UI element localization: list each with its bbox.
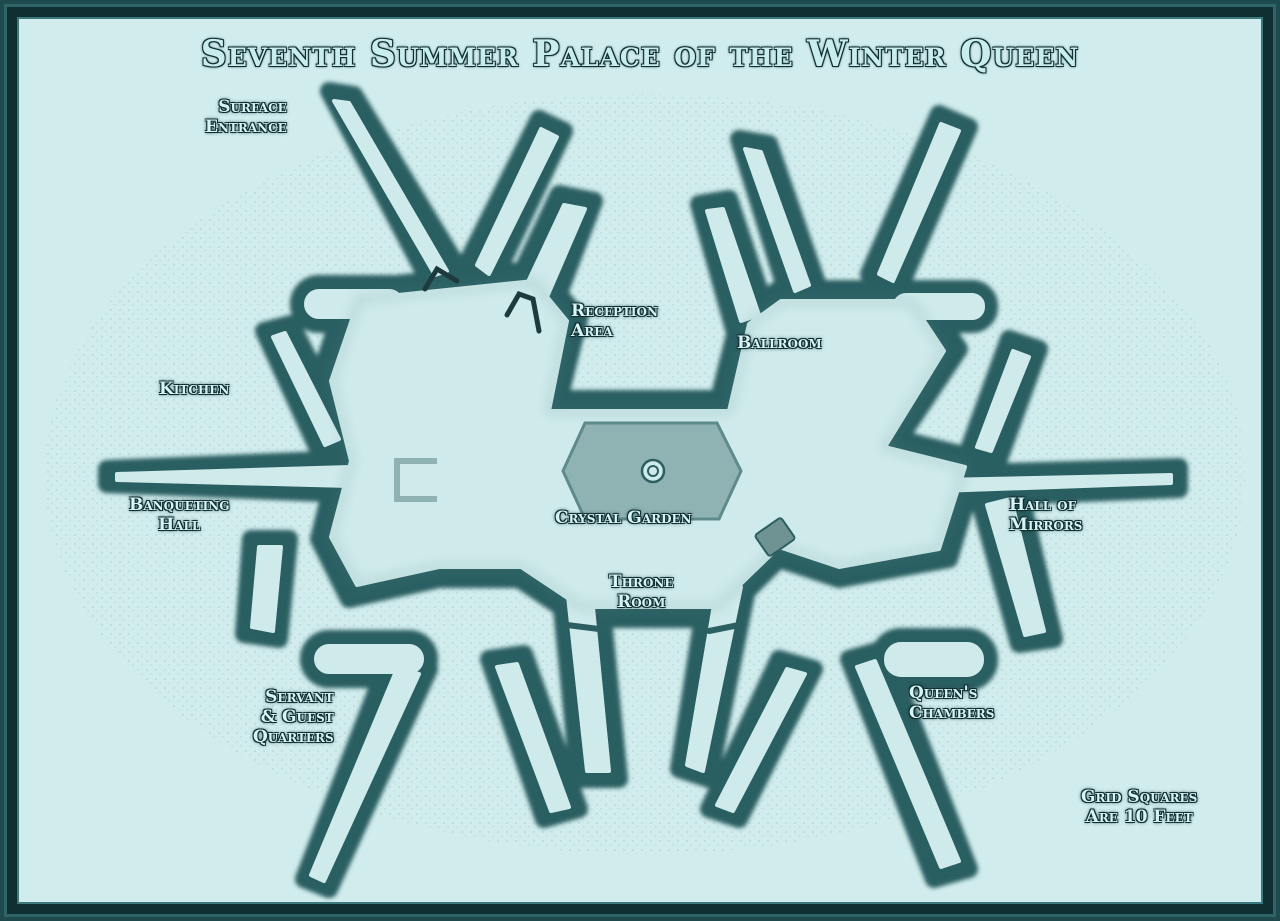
arm-queen-south-floor [715,667,807,813]
label-reception-area: Reception Area [571,301,658,341]
arm-ballroom-north-floor [743,147,811,293]
label-line: Chambers [909,703,995,723]
arm-kitchen-floor [271,331,341,447]
label-line: Servant [265,687,334,707]
label-line: Reception [571,301,658,321]
label-surface-entrance: Surface Entrance [205,97,287,137]
arm-queen-east-floor [884,642,984,677]
label-line: Surface [218,97,287,117]
crystal-garden-fountain [640,458,666,484]
stairs-reception [504,290,542,334]
arm-servant-west-floor [250,545,283,633]
banquet-table [394,458,437,502]
arm-throne-south-floor [565,585,611,773]
label-line: Entrance [205,117,287,137]
label-line: Crystal Garden [555,508,692,528]
label-line: Mirrors [1009,515,1083,535]
arm-servant-south-floor [495,662,571,813]
arm-northeast-floor [877,122,961,283]
label-line: Kitchen [159,379,230,399]
arm-surface-entrance-floor [332,99,449,277]
map-frame: Seventh Summer Palace of the Winter Quee… [4,4,1276,917]
arm-servant-middle-floor [314,644,424,674]
label-throne-room: Throne Room [609,572,674,612]
label-grid-note: Grid Squares Are 10 Feet [1081,787,1197,827]
label-line: Area [571,321,613,341]
label-line: Are 10 Feet [1085,807,1193,827]
label-queens-chambers: Queen's Chambers [909,683,994,723]
arm-upper-left-floor [475,127,559,276]
label-banqueting-hall: Banqueting Hall [129,495,229,535]
floor-shading [329,279,967,609]
label-line: & Guest [260,707,334,727]
label-line: Quarters [253,727,334,747]
throne-room-door-left [564,622,602,632]
crystal-garden-fountain-core [647,465,659,477]
arm-queen-southeast-floor [855,659,961,869]
label-line: Room [617,592,666,612]
label-servant-guest-quarters: Servant & Guest Quarters [253,687,334,747]
stairs-surface-entrance [422,265,460,292]
map-canvas: Seventh Summer Palace of the Winter Quee… [17,17,1263,904]
label-line: Hall of [1009,495,1077,515]
label-line: Banqueting [129,495,230,515]
map-artwork [45,82,1245,898]
label-line: Queen's [909,683,978,703]
label-line: Ballroom [737,333,822,353]
arm-queen-southwest-floor [685,585,743,773]
map-title: Seventh Summer Palace of the Winter Quee… [200,33,1080,75]
arm-ballroom-east-floor [893,293,985,320]
arm-banquet-west-floor [115,465,351,488]
label-line: Grid Squares [1081,787,1198,807]
throne [754,517,796,557]
arm-mirrors-floor [985,497,1046,637]
label-hall-of-mirrors: Hall of Mirrors [1009,495,1082,535]
label-line: Throne [609,572,674,592]
cave-floor [115,99,1173,883]
label-kitchen: Kitchen [159,379,229,399]
label-crystal-garden: Crystal Garden [555,508,692,528]
arm-east-floor [937,473,1173,493]
label-ballroom: Ballroom [737,333,822,353]
label-line: Hall [158,515,201,535]
arm-east-upper-floor [975,349,1031,453]
throne-room-door-right [706,622,742,634]
